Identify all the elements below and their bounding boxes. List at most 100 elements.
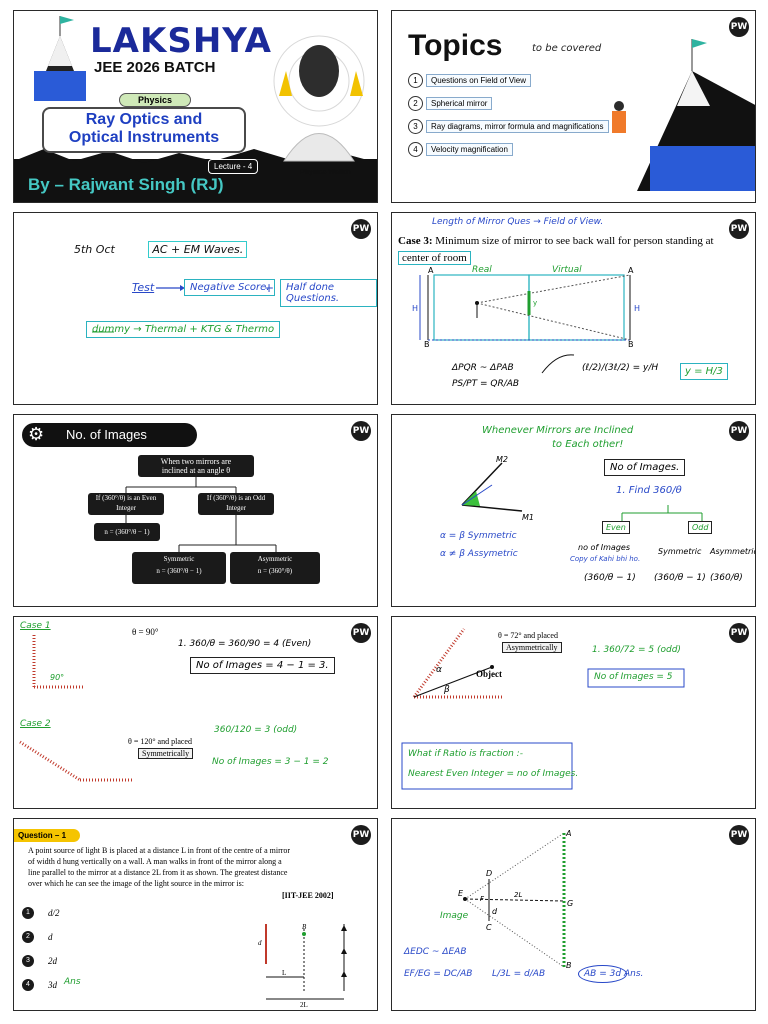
case2-label: Case 2	[20, 719, 51, 729]
asymmetric-formula: n = (360°/θ)	[257, 567, 293, 575]
ratio-equation: EF/EG = DC/AB	[404, 969, 473, 979]
schedule-line: 5th Oct AC + EM Waves.	[74, 241, 248, 258]
point-D: D	[486, 869, 493, 878]
option-number: 4	[22, 979, 34, 991]
object-label: Object	[476, 669, 502, 679]
asymmetric-note: α ≠ β Assymetric	[440, 549, 518, 559]
topic-item: 1 Questions on Field of View	[408, 73, 609, 88]
lecture-title-box: Ray Optics and Optical Instruments	[42, 107, 246, 153]
options-list: 1 d/2 2 d 3 2d 4 3d	[22, 901, 60, 997]
point-G: G	[567, 899, 574, 908]
asym-badge: Asymmetrically	[502, 642, 562, 653]
test-label: Test	[132, 281, 155, 294]
symmetric-formula: n = (360°/θ − 1)	[156, 567, 202, 575]
topic-label: Questions on Field of View	[426, 74, 532, 87]
topic-number: 1	[408, 73, 423, 88]
answer-suffix: Ans.	[624, 969, 644, 979]
half-done: Half done Questions.	[280, 279, 377, 307]
dummy-note: dummy → Thermal + KTG & Thermo	[86, 321, 281, 338]
svg-text:B: B	[628, 340, 634, 349]
option-text: d	[48, 932, 53, 942]
alpha-label: α	[436, 665, 442, 675]
title-banner: ⚙ No. of Images	[22, 423, 197, 447]
option-text: d/2	[48, 908, 60, 918]
batch-label: JEE 2026 BATCH	[94, 59, 216, 76]
topic-number: 2	[408, 96, 423, 111]
question-line2: of width d hung vertically on a wall. A …	[28, 857, 282, 866]
gear-icon: ⚙	[28, 424, 45, 444]
virtual-label: Virtual	[552, 265, 582, 275]
topic-item: 3 Ray diagrams, mirror formula and magni…	[408, 119, 609, 134]
svg-text:B: B	[424, 340, 430, 349]
option-number: 3	[22, 955, 34, 967]
fraction-question: What if Ratio is fraction :-	[408, 749, 523, 759]
flow-odd: If (360°/θ) is an Odd Integer	[198, 493, 274, 515]
similarity-eq: ΔPQR ~ ΔPAB	[452, 363, 514, 373]
symmetric-note: α = β Symmetric	[440, 531, 517, 541]
asym-diagram	[401, 628, 685, 790]
label-d: d	[492, 907, 498, 916]
odd-asymmetric: Asymmetric	[710, 547, 756, 556]
ratio-eq: PS/PT = QR/AB	[452, 379, 520, 389]
option-1[interactable]: 1 d/2	[22, 901, 60, 925]
slide-title: LAKSHYA JEE 2026 BATCH Physics Ray Optic…	[13, 10, 378, 203]
case2-calc: 360/120 = 3 (odd)	[214, 725, 298, 735]
inclined-head1: Whenever Mirrors are Inclined	[482, 425, 634, 436]
schedule-date: 5th Oct	[74, 243, 115, 256]
option-4[interactable]: 4 3d	[22, 973, 60, 997]
option-3[interactable]: 3 2d	[22, 949, 60, 973]
beta-label: β	[444, 685, 450, 695]
odd-symmetric: Symmetric	[658, 547, 702, 556]
topic-item: 4 Velocity magnification	[408, 142, 609, 157]
schedule-arrows	[92, 285, 185, 333]
case1-theta: θ = 90°	[132, 627, 159, 637]
similar-triangles: ΔEDC ~ ΔEAB	[404, 947, 467, 957]
question-text: A point source of light B is placed at a…	[28, 845, 368, 889]
find-step: 1. Find 360/θ	[616, 485, 682, 496]
substitution-eq: (ℓ/2)/(3ℓ/2) = y/H	[582, 363, 659, 373]
svg-text:y: y	[533, 299, 537, 307]
pw-logo: PW	[351, 219, 371, 239]
fov-answer: y = H/3	[680, 363, 728, 380]
topic-label: Ray diagrams, mirror formula and magnifi…	[426, 120, 609, 133]
option-2[interactable]: 2 d	[22, 925, 60, 949]
case2-theta: θ = 120° and placed	[128, 737, 192, 746]
question-line4: over which he can see the image of the l…	[28, 879, 244, 888]
lecture-title-line1: Ray Optics and	[85, 111, 203, 128]
topics-list: 1 Questions on Field of View 2 Spherical…	[408, 73, 609, 165]
pw-logo: PW	[729, 421, 749, 441]
plus-sign: +	[264, 281, 275, 295]
sym-formula-hand: (360/θ − 1)	[654, 573, 706, 583]
theta-72: θ = 72° and placed	[498, 631, 558, 640]
point-B: B	[566, 961, 572, 970]
case1-label: Case 1	[20, 621, 51, 631]
question-line3: line parallel to the mirror at a distanc…	[28, 868, 288, 877]
flow-even: If (360°/θ) is an Even Integer	[88, 493, 164, 515]
inclined-diagram	[461, 462, 703, 521]
svg-text:H: H	[634, 304, 640, 313]
topic-label: Spherical mirror	[426, 97, 493, 110]
negative-score: Negative Score.	[184, 279, 276, 296]
case1-result: No of Images = 4 − 1 = 3.	[190, 657, 335, 674]
svg-text:A: A	[428, 266, 434, 275]
author-label: By – Rajwant Singh (RJ)	[28, 175, 224, 194]
mountain-artwork	[612, 39, 755, 191]
even-noimg: no of Images	[578, 543, 630, 552]
result-72: No of Images = 5	[594, 672, 673, 682]
asym-formula-hand: (360/θ)	[710, 573, 743, 583]
topic-number: 4	[408, 142, 423, 157]
asymmetric-label: Asymmetric	[257, 555, 293, 563]
angle-90: 90°	[50, 673, 65, 682]
image-label: Image	[440, 911, 469, 921]
even-formula: n = (360°/θ − 1)	[94, 523, 160, 541]
subject-pill: Physics	[119, 93, 191, 107]
case-number: Case 3:	[398, 235, 433, 247]
case2-result: No of Images = 3 − 1 = 2	[212, 757, 329, 767]
even-formula-hand: (360/θ − 1)	[584, 573, 636, 583]
case-box: center of room	[398, 251, 471, 265]
pw-logo: PW	[729, 825, 749, 845]
inclined-head2: to Each other!	[552, 439, 624, 450]
point-E: E	[458, 889, 464, 898]
slide-schedule: PW 5th Oct AC + EM Waves. Test Negative …	[13, 212, 378, 405]
case-text: Minimum size of mirror to see back wall …	[435, 235, 714, 247]
